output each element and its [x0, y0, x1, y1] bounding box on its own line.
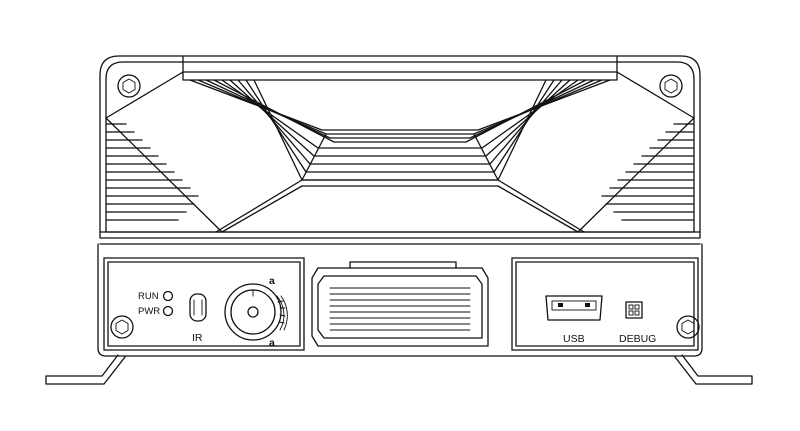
device-body-outline	[97, 55, 703, 357]
ir-label: IR	[192, 332, 203, 344]
left-cooling-fins	[105, 123, 199, 221]
body-diagonal-edges	[105, 71, 695, 233]
usb-label: USB	[563, 333, 585, 345]
left-mounting-foot	[45, 354, 126, 385]
right-mounting-foot	[674, 354, 753, 385]
key-lock[interactable]: a a	[224, 275, 288, 349]
pwr-led-icon	[162, 305, 174, 317]
run-led-icon	[162, 290, 174, 302]
run-label: RUN	[138, 291, 159, 302]
pwr-led-indicator: PWR	[138, 305, 174, 317]
debug-label: DEBUG	[619, 333, 656, 345]
lock-top-icon: a	[269, 275, 275, 287]
pwr-label: PWR	[138, 306, 160, 317]
usb-port-icon[interactable]	[545, 295, 603, 321]
key-lock-inner-ring	[230, 289, 276, 335]
right-cooling-fins	[601, 123, 695, 221]
ir-window-icon	[189, 293, 207, 322]
screw-top-right	[659, 74, 683, 98]
lock-bottom-icon: a	[269, 337, 275, 349]
top-heatsink-recess	[182, 55, 618, 187]
usb-port[interactable]: USB	[545, 295, 603, 345]
ir-sensor: IR	[189, 293, 207, 344]
screw-bottom-left	[110, 315, 134, 339]
debug-port-icon[interactable]	[625, 301, 643, 319]
keyhole-icon[interactable]	[247, 306, 259, 318]
screw-top-left	[117, 74, 141, 98]
key-lock-outer-ring	[224, 283, 282, 341]
storage-door-grip-lines	[329, 287, 471, 331]
storage-bay-door[interactable]	[311, 261, 489, 347]
debug-port[interactable]: DEBUG	[619, 301, 656, 345]
screw-bottom-right	[676, 315, 700, 339]
run-led-indicator: RUN	[138, 290, 174, 302]
